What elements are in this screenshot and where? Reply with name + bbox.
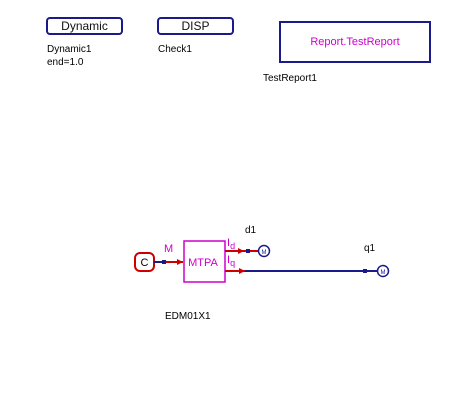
meter-q1[interactable]: M <box>376 264 390 278</box>
meter-d1[interactable]: M <box>257 244 271 258</box>
out-arrow-2 <box>239 268 245 274</box>
meter-d1-circle <box>257 244 271 258</box>
meter-d1-symbol: M <box>262 250 267 256</box>
meter-q1-symbol: M <box>381 270 386 276</box>
component-name: EDM01X1 <box>165 311 211 322</box>
mtpa-block-box <box>183 240 226 283</box>
test-report-label: Report.TestReport <box>310 36 400 48</box>
input-arrow-head <box>177 259 183 265</box>
dynamic-block-param: end=1.0 <box>47 57 84 68</box>
input-signal-label: M <box>164 243 173 255</box>
out-junction-2 <box>363 269 367 273</box>
test-report-block[interactable]: Report.TestReport <box>279 21 431 63</box>
disp-block-name: Check1 <box>158 44 192 55</box>
dynamic-block-name: Dynamic1 <box>47 44 92 55</box>
disp-block[interactable]: DISP <box>157 17 234 35</box>
meter-q1-circle <box>376 264 390 278</box>
test-report-name: TestReport1 <box>263 73 317 84</box>
input-port-label: C <box>141 257 149 269</box>
disp-block-label: DISP <box>181 19 210 33</box>
dynamic-block-label: Dynamic <box>61 19 108 33</box>
mtpa-block-label: MTPA <box>188 257 218 269</box>
out-junction-1 <box>246 249 250 253</box>
out-port-2-label: Iq <box>227 254 235 268</box>
out-port-1-label: Id <box>227 237 235 251</box>
input-port[interactable]: C <box>134 252 155 272</box>
out-arrow-1 <box>238 248 244 254</box>
mtpa-block[interactable]: MTPA <box>183 240 226 283</box>
meter-d1-name: d1 <box>245 225 257 236</box>
dynamic-block[interactable]: Dynamic <box>46 17 123 35</box>
meter-q1-name: q1 <box>364 243 376 254</box>
input-junction <box>162 260 166 264</box>
